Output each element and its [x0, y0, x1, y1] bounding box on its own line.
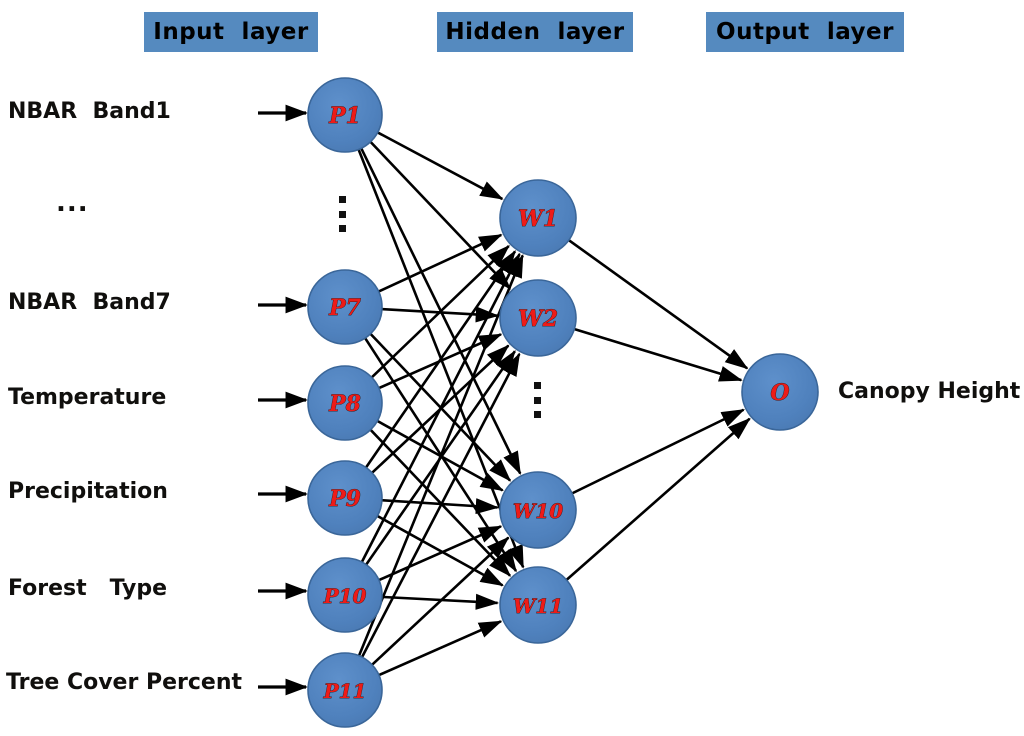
input-node-p9: P9 — [307, 460, 383, 536]
layer-label-output: Output layer — [706, 12, 904, 52]
edge-p1-to-w2 — [368, 139, 512, 290]
input-label-tree-cover-percent: Tree Cover Percent — [6, 670, 243, 695]
node-label: P9 — [328, 486, 361, 512]
node-circle — [499, 279, 577, 357]
edge-p10-to-w11 — [380, 593, 500, 610]
input-node-p11: P11 — [307, 652, 383, 728]
input-label-forest-type: Forest Type — [8, 576, 168, 601]
edges-input-to-hidden — [356, 130, 525, 677]
node-label: O — [770, 380, 789, 406]
edge-w1-to-o — [566, 238, 749, 370]
input-label-ellipsis: ... — [56, 188, 89, 218]
node-circle — [307, 77, 383, 153]
output-node-group: O — [741, 353, 819, 431]
output-node-o: O — [741, 353, 819, 431]
edge-p10-to-w10 — [376, 525, 503, 582]
input-node-p10: P10 — [307, 557, 383, 633]
layer-label-input: Input layer — [144, 12, 318, 52]
output-label-canopy-height: Canopy Height — [838, 379, 1021, 404]
hidden-node-w1: W1 — [499, 179, 577, 257]
edge-p9-to-w1 — [364, 250, 517, 470]
edge-p1-to-w1 — [375, 130, 504, 201]
edge-p8-to-w1 — [369, 244, 510, 380]
edge-w2-to-o — [572, 327, 743, 382]
edge-p11-to-w11 — [376, 620, 503, 677]
input-node-p7: P7 — [307, 269, 383, 345]
node-circle — [307, 269, 383, 345]
node-label: P11 — [323, 679, 367, 703]
edges-hidden-to-output — [564, 238, 751, 582]
edge-w10-to-o — [570, 408, 745, 496]
input-label-nbar-band7: NBAR Band7 — [8, 290, 171, 315]
input-label-precipitation: Precipitation — [8, 479, 168, 504]
node-label: P10 — [323, 584, 367, 608]
hidden-node-w11: W11 — [499, 566, 577, 644]
input-node-p1: P1 — [307, 77, 383, 153]
edge-p7-to-w1 — [376, 233, 503, 294]
node-label: P1 — [328, 103, 361, 129]
node-circle — [307, 460, 383, 536]
node-label: W1 — [518, 206, 558, 232]
edge-w11-to-o — [564, 417, 751, 582]
edge-p11-to-w10 — [370, 536, 510, 667]
node-circle — [307, 652, 383, 728]
node-label: P7 — [328, 295, 362, 321]
hidden-node-w2: W2 — [499, 279, 577, 357]
input-node-p8: P8 — [307, 365, 383, 441]
node-circle — [499, 566, 577, 644]
node-circle — [307, 365, 383, 441]
node-circle — [499, 179, 577, 257]
node-label: W2 — [518, 306, 558, 332]
edge-p9-to-w10 — [380, 498, 500, 515]
node-circle — [499, 471, 577, 549]
node-label: W10 — [513, 499, 563, 523]
input-label-temperature: Temperature — [8, 385, 167, 410]
hidden-node-w10: W10 — [499, 471, 577, 549]
edge-p8-to-w10 — [375, 419, 504, 492]
layer-label-hidden: Hidden layer — [437, 12, 633, 52]
edge-p11-to-w2 — [360, 352, 521, 660]
edge-p10-to-w1 — [360, 252, 521, 564]
node-label: W11 — [513, 594, 563, 618]
input-column-ellipsis-icon — [338, 196, 346, 232]
node-circle — [741, 353, 819, 431]
node-circle — [307, 557, 383, 633]
edge-p9-to-w11 — [375, 514, 504, 587]
hidden-column-ellipsis-icon — [533, 382, 541, 418]
input-arrow-group — [258, 104, 308, 696]
node-label: P8 — [328, 391, 361, 417]
edge-p11-to-w1 — [357, 254, 524, 658]
input-label-nbar-band1: NBAR Band1 — [8, 99, 171, 124]
